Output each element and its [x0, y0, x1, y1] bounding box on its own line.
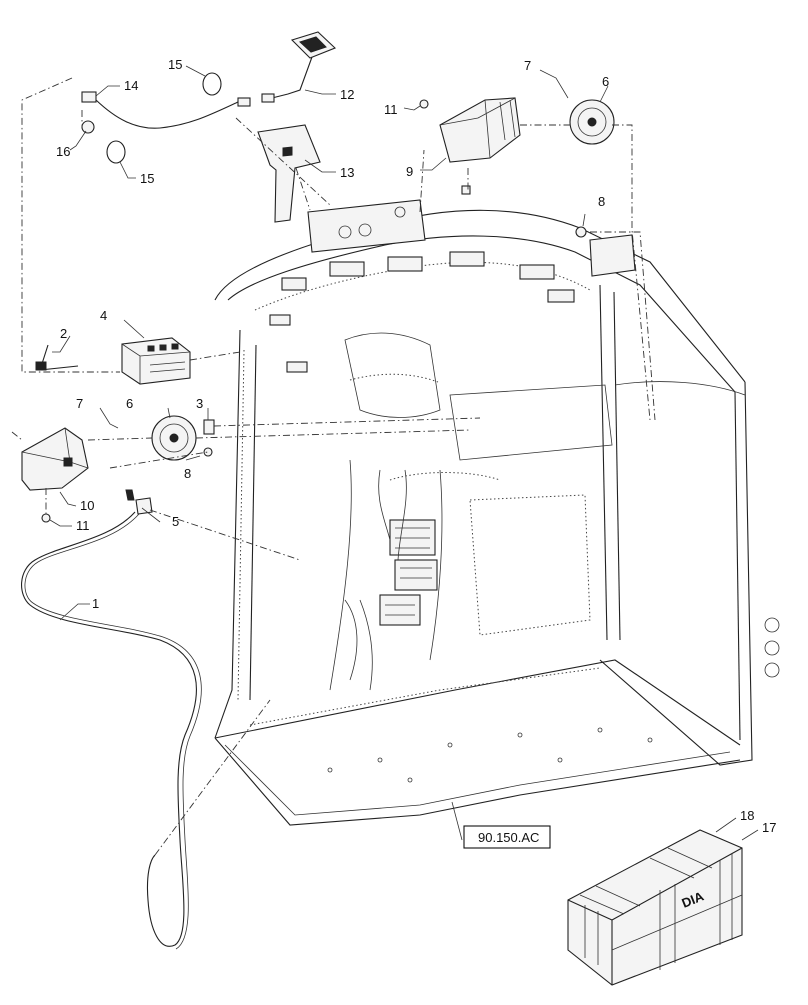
callout-9: 9 [406, 164, 413, 179]
roof-vent [329, 261, 365, 277]
callout-17: 17 [762, 820, 776, 835]
callout-1: 1 [92, 596, 99, 611]
assembly-lines [11, 77, 656, 856]
radio-part-4 [121, 337, 191, 385]
callout-11b: 11 [76, 518, 90, 533]
callout-2: 2 [60, 326, 67, 341]
reference-label: 90.150.AC [478, 830, 539, 845]
roof-vent [449, 251, 485, 267]
callout-6b: 6 [126, 396, 133, 411]
nut-part-8 [575, 226, 587, 238]
roof-vent [286, 361, 308, 373]
antenna-part-12 [159, 31, 337, 129]
callout-7a: 7 [524, 58, 531, 73]
speaker-part-6 [151, 415, 197, 461]
grommet-part-16 [81, 120, 95, 134]
callouts: 1 2 3 4 5 6 6 7 7 8 8 9 10 11 11 12 13 1… [56, 57, 776, 835]
roof-vent [269, 314, 291, 326]
callout-13: 13 [340, 165, 354, 180]
cable-part-1 [21, 511, 197, 947]
antenna-cable-part-14 [81, 91, 161, 129]
callout-18: 18 [740, 808, 754, 823]
roof-vent [547, 289, 575, 303]
tie-ring-part-15 [106, 140, 126, 164]
roof-vent [519, 264, 555, 280]
speaker-part-6 [569, 99, 615, 145]
callout-11a: 11 [384, 102, 398, 117]
reference-box[interactable]: 90.150.AC [463, 825, 551, 849]
leader-lines [49, 65, 759, 841]
callout-8a: 8 [598, 194, 605, 209]
cab-frame [214, 199, 780, 826]
speaker-housing-part-10 [21, 427, 89, 523]
callout-3: 3 [196, 396, 203, 411]
crate-parts-17-18: DIA [567, 829, 743, 986]
nut-part-8 [203, 447, 213, 457]
callout-10: 10 [80, 498, 94, 513]
callout-4: 4 [100, 308, 107, 323]
callout-7b: 7 [76, 396, 83, 411]
callout-6a: 6 [602, 74, 609, 89]
callout-16: 16 [56, 144, 70, 159]
callout-8b: 8 [184, 466, 191, 481]
speaker-housing-part-9 [419, 97, 521, 195]
callout-15a: 15 [168, 57, 182, 72]
callout-15b: 15 [140, 171, 154, 186]
antenna-mount-part-5 [125, 489, 153, 515]
callout-12: 12 [340, 87, 354, 102]
roof-vent [387, 256, 423, 272]
screw-part-3 [203, 419, 215, 435]
tie-ring-part-15 [202, 72, 222, 96]
callout-5: 5 [172, 514, 179, 529]
callout-14: 14 [124, 78, 138, 93]
bracket-part-13 [257, 124, 321, 223]
roof-vent [281, 277, 307, 291]
